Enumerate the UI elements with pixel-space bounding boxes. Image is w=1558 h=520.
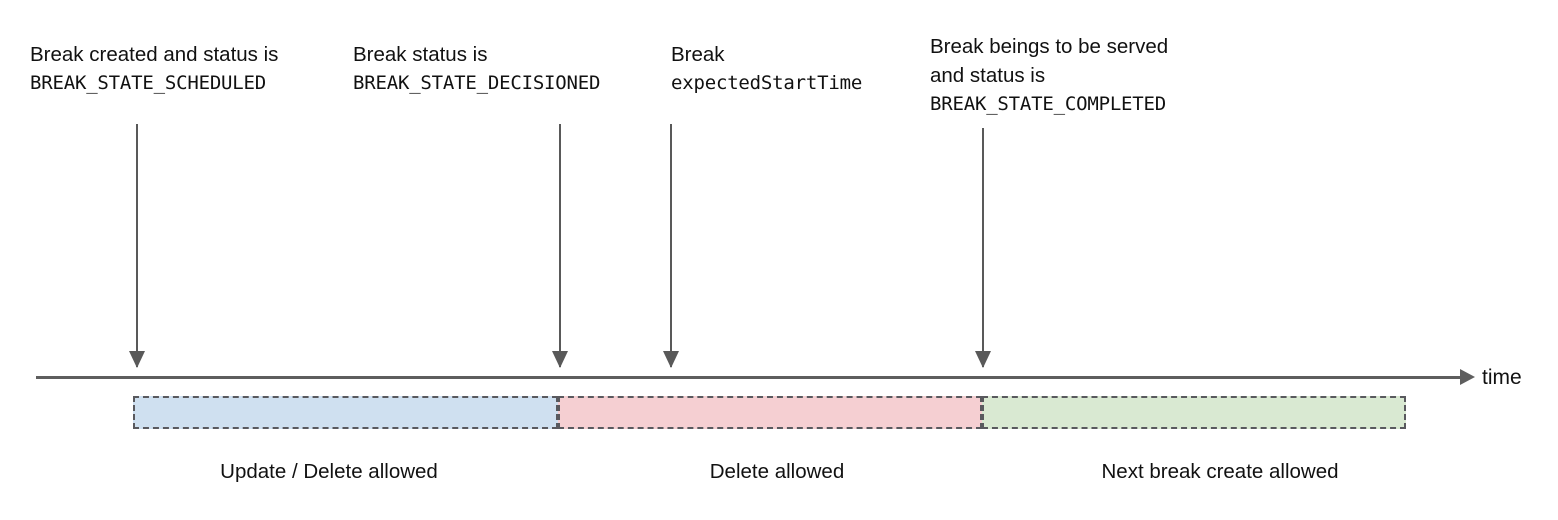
event-label-break-created: Break created and status is BREAK_STATE_… bbox=[30, 40, 278, 98]
axis-label-time: time bbox=[1482, 366, 1522, 389]
event-label-line-3: BREAK_STATE_COMPLETED bbox=[930, 93, 1167, 115]
drop-arrow-break-expected-start-time bbox=[660, 124, 682, 368]
arrow-down-icon bbox=[975, 351, 991, 368]
arrow-shaft bbox=[136, 124, 138, 367]
phase-bar-next-break-create-allowed bbox=[982, 396, 1406, 429]
event-label-line-2: BREAK_STATE_DECISIONED bbox=[353, 72, 601, 94]
phase-caption-update-delete-allowed: Update / Delete allowed bbox=[220, 460, 438, 483]
event-label-line-2: and status is bbox=[930, 64, 1046, 87]
arrow-shaft bbox=[982, 128, 984, 367]
event-label-line-1: Break created and status is bbox=[30, 43, 279, 66]
event-label-line-1: Break status is bbox=[353, 43, 488, 66]
event-label-break-decisioned: Break status is BREAK_STATE_DECISIONED bbox=[353, 40, 600, 98]
drop-arrow-break-created bbox=[126, 124, 148, 368]
drop-arrow-break-completed bbox=[972, 128, 994, 368]
arrow-down-icon bbox=[663, 351, 679, 368]
event-label-line-1: Break beings to be served bbox=[930, 35, 1169, 58]
time-axis bbox=[36, 369, 1475, 385]
drop-arrow-break-decisioned bbox=[549, 124, 571, 368]
arrow-down-icon bbox=[552, 351, 568, 368]
phase-caption-delete-allowed: Delete allowed bbox=[709, 460, 845, 483]
arrow-shaft bbox=[559, 124, 561, 367]
event-label-break-expected-start-time: Break expectedStartTime bbox=[671, 40, 862, 98]
phase-bar-update-delete-allowed bbox=[133, 396, 558, 429]
event-label-break-completed: Break beings to be served and status is … bbox=[930, 32, 1168, 119]
arrow-right-icon bbox=[1460, 369, 1475, 385]
event-label-line-1: Break bbox=[671, 43, 725, 66]
event-label-line-2: BREAK_STATE_SCHEDULED bbox=[30, 72, 267, 94]
arrow-down-icon bbox=[129, 351, 145, 368]
phase-caption-next-break-create-allowed: Next break create allowed bbox=[1101, 460, 1339, 483]
axis-line bbox=[36, 376, 1462, 379]
event-label-line-2: expectedStartTime bbox=[671, 72, 863, 94]
phase-bar-delete-allowed bbox=[558, 396, 982, 429]
arrow-shaft bbox=[670, 124, 672, 367]
